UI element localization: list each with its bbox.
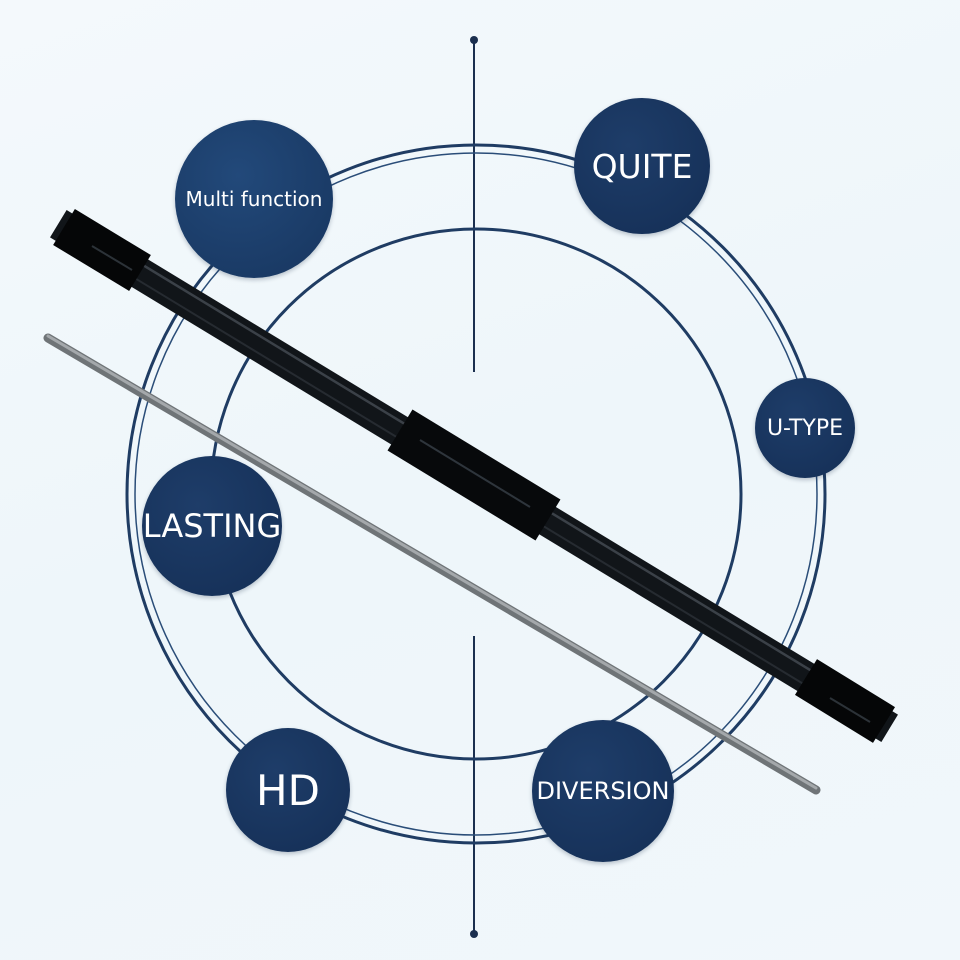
- feature-badge-quite: QUITE: [574, 98, 710, 234]
- axis-dot-top: [470, 36, 478, 44]
- feature-badge-multi-function: Multi function: [175, 120, 333, 278]
- feature-label-hd: HD: [256, 765, 320, 815]
- feature-label-u-type: U-TYPE: [766, 415, 844, 441]
- axis-dot-bottom: [470, 930, 478, 938]
- feature-badge-diversion: DIVERSION: [532, 720, 674, 862]
- feature-badge-lasting: LASTING: [142, 456, 282, 596]
- wiper-blade: [50, 209, 898, 743]
- feature-label-quite: QUITE: [591, 146, 693, 186]
- feature-badge-u-type: U-TYPE: [755, 378, 855, 478]
- outer-ring: [125, 143, 827, 845]
- rubber-refill-strip: [43, 333, 821, 795]
- feature-label-multi-function: Multi function: [185, 187, 323, 211]
- feature-label-diversion: DIVERSION: [536, 777, 670, 805]
- outer-ring-inner-line: [134, 152, 818, 836]
- feature-badge-hd: HD: [226, 728, 350, 852]
- feature-label-lasting: LASTING: [142, 507, 282, 545]
